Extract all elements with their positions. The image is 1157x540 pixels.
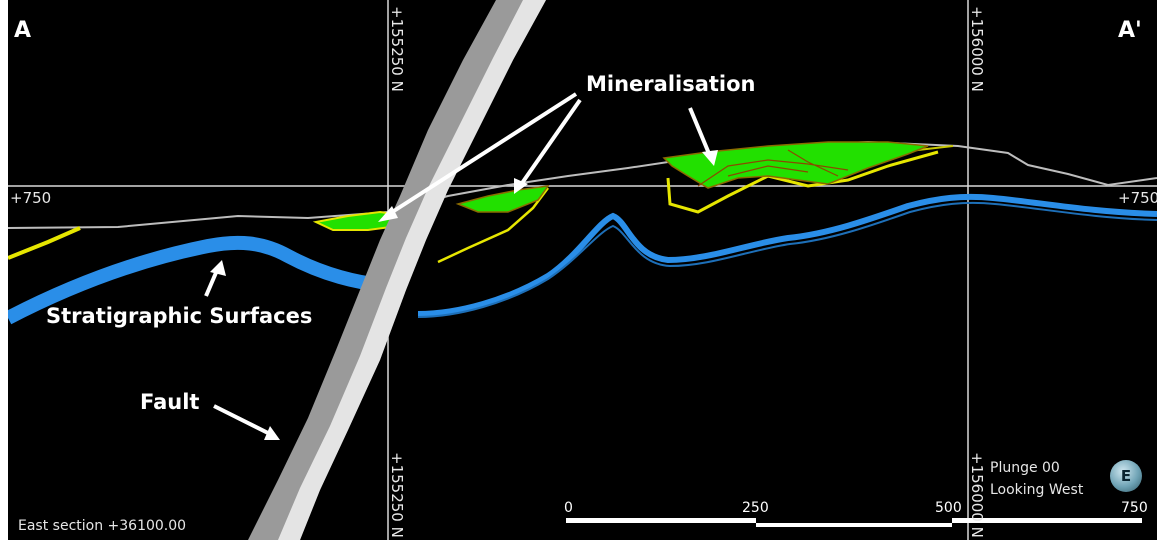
scale-tick-250: 250	[742, 500, 769, 516]
northing-label-right-top: +156000 N	[968, 6, 986, 92]
arrow-mineralisation-3	[688, 107, 718, 166]
arrow-mineralisation-2	[514, 98, 582, 194]
stratigraphic-surfaces-callout: Stratigraphic Surfaces	[46, 304, 313, 328]
northing-label-right-bottom: +156000 N	[968, 452, 986, 538]
section-end-label: A'	[1118, 18, 1142, 43]
mineralisation-callout: Mineralisation	[586, 72, 756, 96]
mineralisation-body-center	[455, 185, 550, 213]
scale-tick-500: 500	[935, 500, 962, 516]
section-viewport[interactable]: A A' +750 +750 +155250 N +155250 N +1560…	[8, 0, 1157, 540]
fault-callout: Fault	[140, 390, 200, 414]
scale-tick-0: 0	[564, 500, 573, 516]
northing-label-left-top: +155250 N	[388, 6, 406, 92]
stratigraphic-surface-lower	[417, 193, 1157, 317]
mineralisation-inner-contacts	[697, 149, 849, 187]
plunge-text: Plunge 00	[990, 460, 1060, 476]
section-view-canvas	[8, 0, 1157, 540]
northing-label-left-bottom: +155250 N	[388, 452, 406, 538]
scale-tick-750: 750	[1121, 500, 1148, 516]
looking-direction-text: Looking West	[990, 482, 1084, 498]
mineralisation-body-right	[662, 141, 929, 189]
topography-surface	[8, 140, 1157, 229]
compass-orientation-icon[interactable]: E	[1110, 460, 1142, 492]
yellow-contact-left	[8, 226, 81, 260]
stratigraphic-surface-upper	[8, 235, 404, 325]
arrow-mineralisation-1	[378, 92, 578, 222]
fault-plane-highlight	[278, 0, 546, 540]
elevation-label-right: +750	[1118, 189, 1157, 207]
scale-bar	[566, 518, 1142, 527]
section-start-label: A	[14, 18, 32, 43]
section-footer-text: East section +36100.00	[18, 518, 187, 534]
yellow-contact-center	[437, 187, 549, 264]
elevation-label-left: +750	[10, 189, 52, 207]
stratigraphic-surface-lower-edge	[417, 201, 1157, 318]
arrow-stratigraphic	[204, 260, 226, 297]
arrow-fault	[213, 404, 280, 440]
